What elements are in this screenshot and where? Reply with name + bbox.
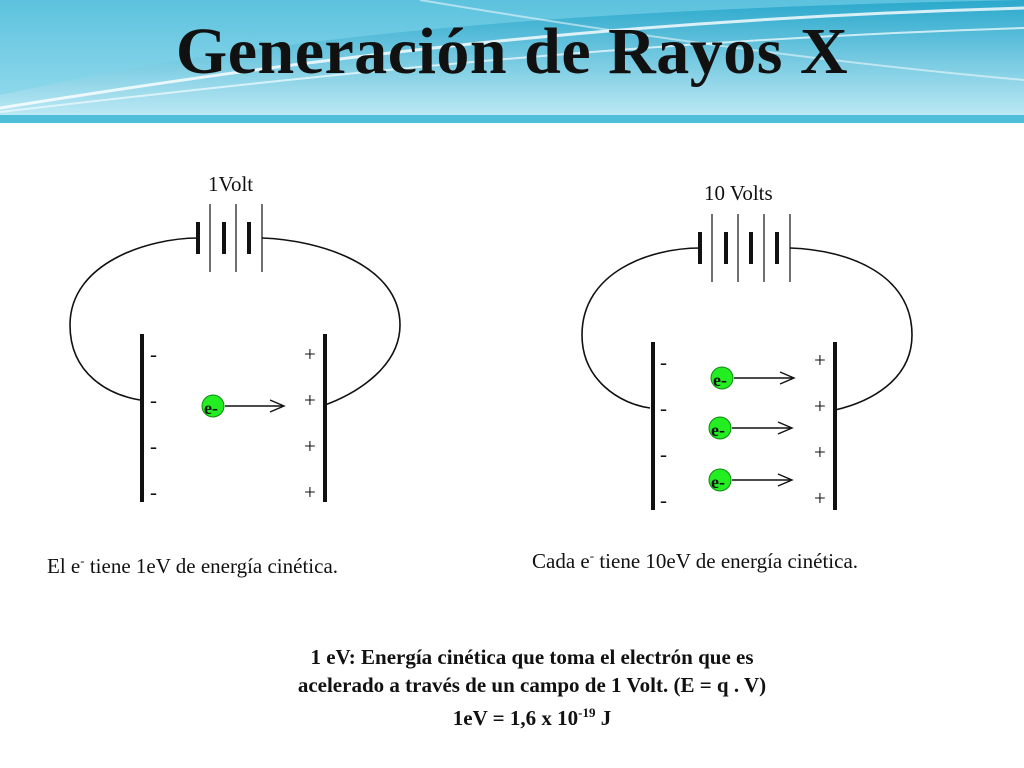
left-wire [69,237,401,406]
right-caption: Cada e- tiene 10eV de energía cinética. [532,548,859,573]
left-electron [201,394,225,418]
right-positive-sign: + [814,394,826,418]
definition-line-1: 1 eV: Energía cinética que toma el elect… [310,645,754,669]
right-negative-sign: - [660,442,667,466]
left-positive-sign: + [304,434,316,458]
right-negative-sign: - [660,396,667,420]
right-negative-sign: - [660,488,667,512]
right-negative-sign: - [660,350,667,374]
right-electron-label: e- [713,370,727,390]
left-electron-label: e- [204,398,218,418]
left-positive-sign: + [304,342,316,366]
header-band [0,0,1024,123]
right-voltage-label: 10 Volts [704,181,773,205]
left-negative-sign: - [150,388,157,412]
left-negative-sign: - [150,434,157,458]
right-positive-sign: + [814,348,826,372]
left-arrowhead [269,399,286,413]
right-electron-1 [710,366,734,390]
page-title: Generación de Rayos X [175,15,849,88]
right-electron-label: e- [711,472,725,492]
right-wire [581,247,913,411]
right-circuit [581,214,913,510]
right-arrowhead-3 [777,473,794,487]
left-positive-sign: + [304,388,316,412]
ev-definition: 1 eV: Energía cinética que toma el elect… [212,643,852,732]
right-electron-2 [708,416,732,440]
left-circuit [69,204,401,502]
left-negative-sign: - [150,342,157,366]
definition-line-2: acelerado a través de un campo de 1 Volt… [297,673,767,697]
right-arrowhead-1 [779,371,796,385]
left-caption: El e- tiene 1eV de energía cinética. [47,553,339,578]
definition-line-3: 1eV = 1,6 x 10-19 J [452,705,612,730]
right-arrowhead-2 [777,421,794,435]
right-positive-sign: + [814,440,826,464]
left-voltage-label: 1Volt [208,172,254,196]
left-negative-sign: - [150,480,157,504]
right-electron-3 [708,468,732,492]
left-positive-sign: + [304,480,316,504]
right-electron-label: e- [711,420,725,440]
right-positive-sign: + [814,486,826,510]
